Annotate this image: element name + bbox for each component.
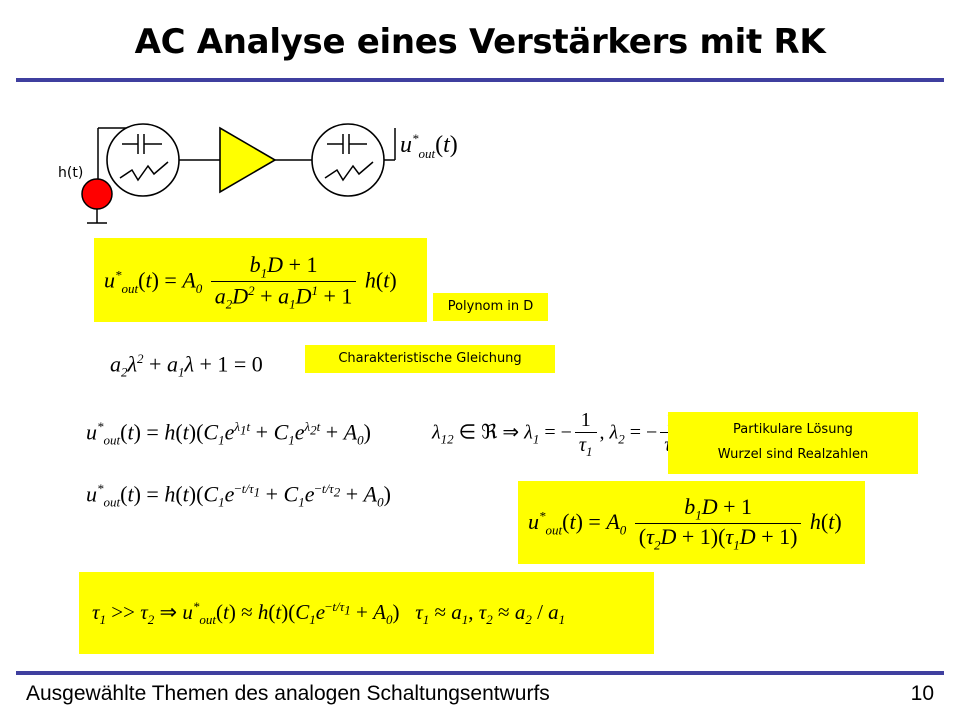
source-label: h(t) bbox=[58, 165, 84, 181]
label-char-eq: Charakteristische Gleichung bbox=[305, 345, 555, 373]
eq-approx-box bbox=[79, 572, 654, 654]
circuit-diagram bbox=[81, 123, 396, 224]
eq-solution-lambda: u*out(t) = h(t)(C1eλ1t + C1eλ2t + A0) bbox=[86, 419, 371, 448]
page-number: 10 bbox=[910, 682, 934, 705]
label-partikulare: Partikulare Lösung Wurzel sind Realzahle… bbox=[668, 412, 918, 474]
footer-text: Ausgewählte Themen des analogen Schaltun… bbox=[26, 682, 550, 705]
eq-factored-box bbox=[518, 481, 865, 564]
output-label: u*out(t) bbox=[400, 131, 458, 161]
label-polynom: Polynom in D bbox=[433, 293, 548, 321]
page-title: AC Analyse eines Verstärkers mit RK bbox=[134, 22, 826, 62]
footer-rule bbox=[16, 671, 944, 675]
eq-transfer-box bbox=[94, 238, 427, 322]
eq-approximation: τ1 >> τ2 ⇒ u*out(t) ≈ h(t)(C1e−t/τ1 + A0… bbox=[92, 599, 566, 628]
eq-solution-tau: u*out(t) = h(t)(C1e−t/τ1 + C1e−t/τ2 + A0… bbox=[86, 481, 391, 510]
rc-block-1 bbox=[106, 123, 180, 197]
amplifier-triangle bbox=[219, 126, 277, 194]
eq-factored: u*out(t) = A0 b1D + 1(τ2D + 1)(τ1D + 1) … bbox=[528, 494, 842, 553]
label-partikulare-line1: Partikulare Lösung bbox=[733, 422, 853, 437]
rc-block-2 bbox=[311, 123, 385, 197]
signal-source bbox=[81, 178, 113, 210]
title-rule bbox=[16, 78, 944, 82]
label-wurzel: Wurzel sind Realzahlen bbox=[717, 447, 869, 462]
eq-lambda-roots: λ12 ∈ ℜ ⇒ λ1 = −1τ1, λ2 = −1τ2 bbox=[432, 410, 685, 458]
eq-characteristic: a2λ2 + a1λ + 1 = 0 bbox=[110, 351, 263, 380]
